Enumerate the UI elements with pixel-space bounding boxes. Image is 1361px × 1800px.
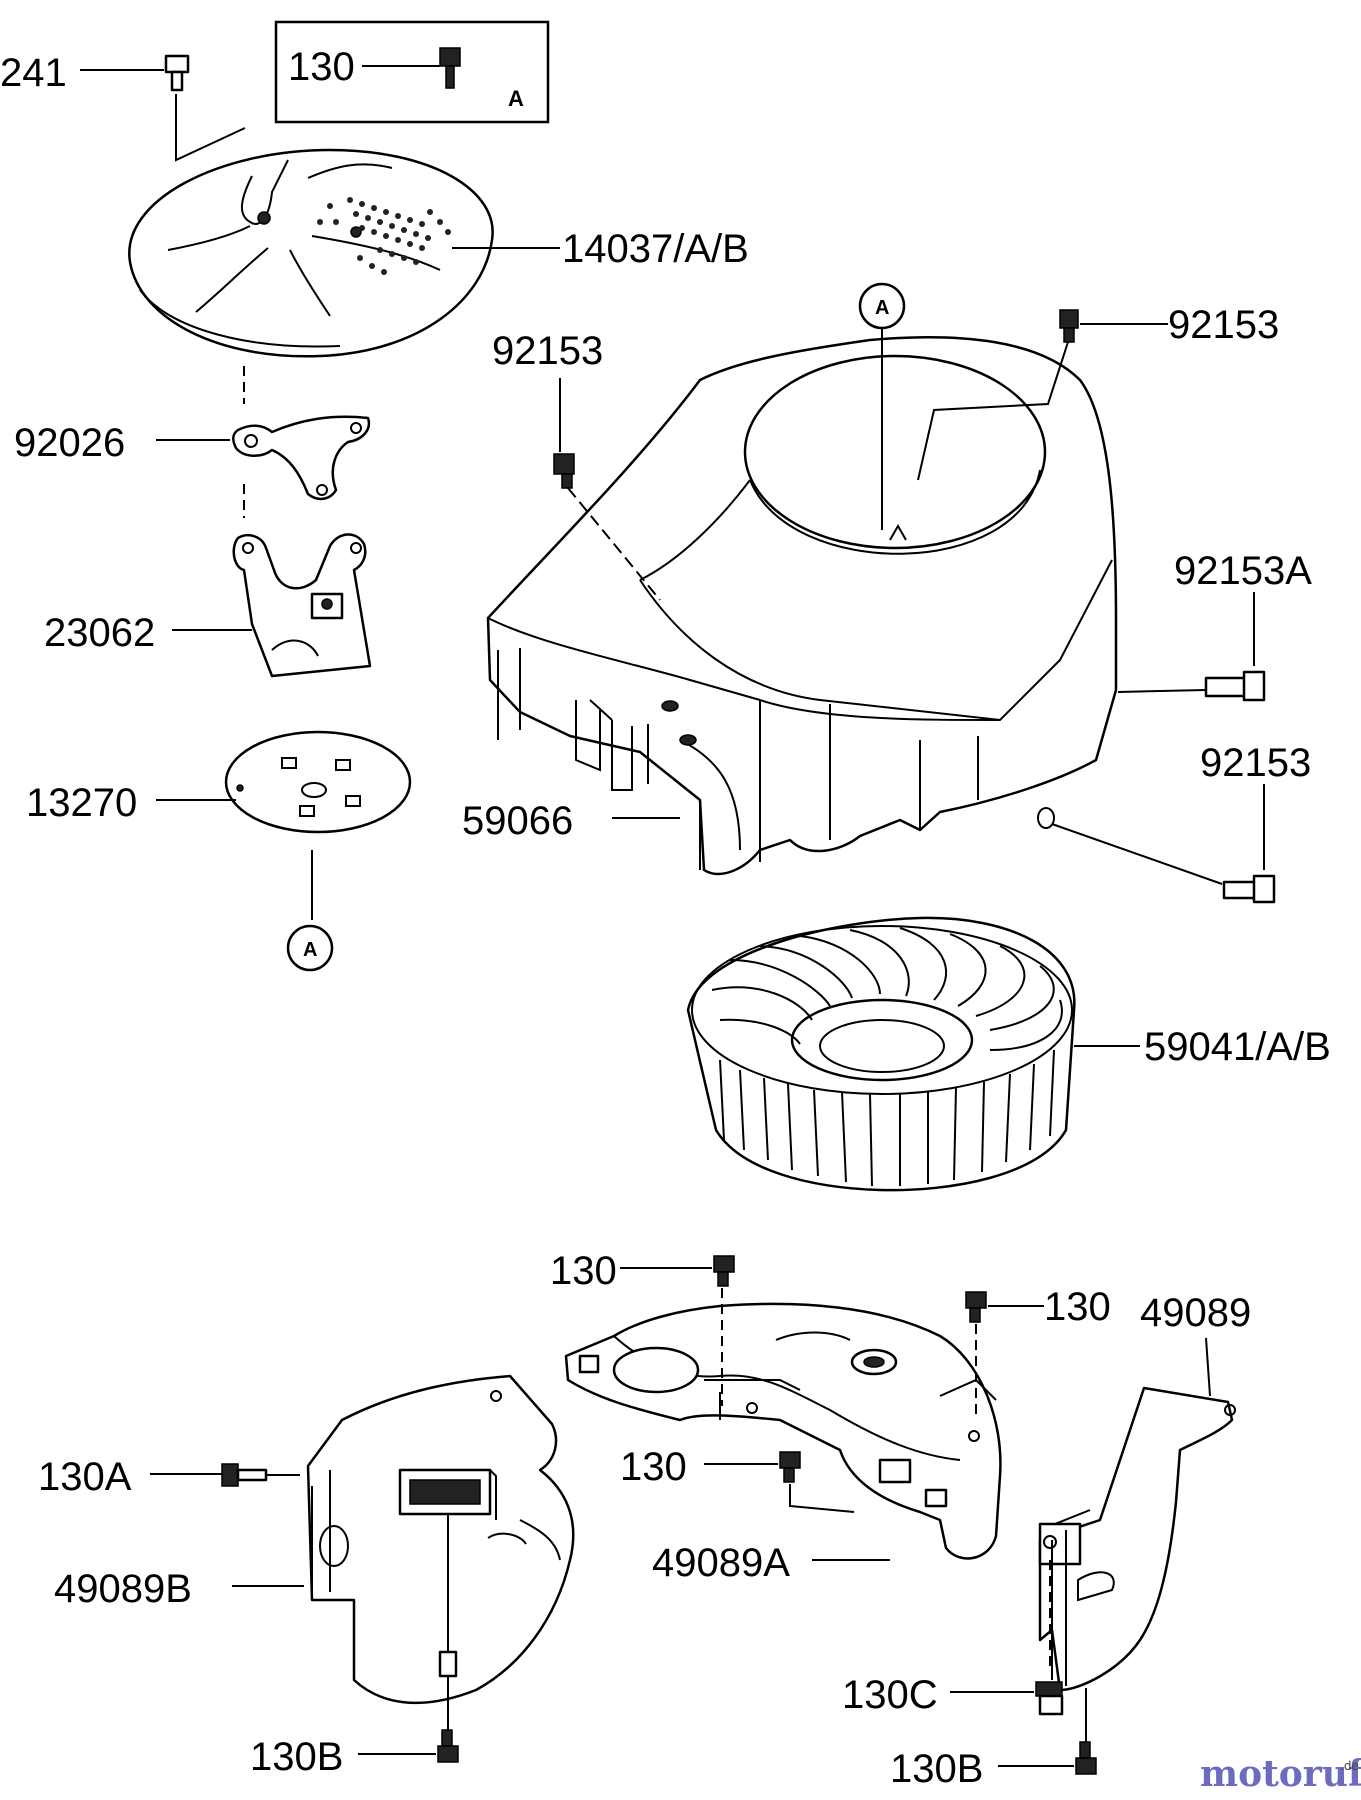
part-49089A-base-plate (564, 1302, 1002, 1560)
part-59041-cooling-fan (686, 916, 1076, 1192)
part-130C-nut (1035, 1681, 1064, 1716)
part-14037-cover-screen (128, 148, 494, 358)
part-130B-bolt-right (1075, 1741, 1097, 1775)
part-130B-bolt-left (437, 1729, 459, 1763)
svg-text:.de: .de (1340, 1759, 1359, 1773)
label-130A[interactable]: 130A (38, 1455, 132, 1499)
part-23062-bracket (232, 533, 372, 678)
label-92153-left[interactable]: 92153 (492, 329, 603, 373)
label-13270[interactable]: 13270 (26, 781, 137, 825)
label-241[interactable]: 241 (0, 51, 67, 95)
part-49089B-baffle (306, 1374, 575, 1705)
label-49089[interactable]: 49089 (1140, 1291, 1251, 1335)
part-130-bolt-lower (779, 1451, 801, 1483)
fan-fins (711, 927, 1063, 1051)
part-130A-bolt (221, 1463, 300, 1487)
ref-circle-a-left: A (286, 924, 334, 972)
label-130-mid[interactable]: 130 (550, 1249, 617, 1293)
label-49089B[interactable]: 49089B (54, 1567, 192, 1611)
label-130B-right[interactable]: 130B (890, 1747, 983, 1791)
label-92153A[interactable]: 92153A (1174, 549, 1312, 593)
bolt-icon (439, 47, 461, 89)
part-241-bolt (80, 54, 190, 92)
mesh-pattern (317, 197, 451, 275)
ref-circle-a-top: A (858, 282, 906, 330)
label-59066[interactable]: 59066 (462, 799, 573, 843)
part-59066-fan-housing (486, 336, 1118, 876)
part-130-bolt-mid (713, 1255, 735, 1287)
reference-inset-box: 130 A (274, 20, 550, 124)
part-92153A-bolt (1204, 670, 1266, 702)
inset-ref-letter: A (508, 86, 524, 111)
label-92153-top-right[interactable]: 92153 (1168, 303, 1279, 347)
label-59041[interactable]: 59041/A/B (1144, 1025, 1331, 1069)
part-92153-bolt-left (553, 453, 575, 489)
label-23062[interactable]: 23062 (44, 611, 155, 655)
part-92153-bolt-right (1222, 874, 1276, 904)
svg-text:motoruf: motoruf (1200, 1753, 1361, 1795)
label-130B-left[interactable]: 130B (250, 1735, 343, 1779)
label-92026[interactable]: 92026 (14, 421, 125, 465)
part-130-bolt-right (965, 1291, 987, 1323)
part-49089-baffle (1038, 1386, 1236, 1692)
label-130-lower[interactable]: 130 (620, 1445, 687, 1489)
svg-text:A: A (303, 939, 317, 961)
label-130-right[interactable]: 130 (1044, 1285, 1111, 1329)
outer-fins (719, 1049, 1055, 1187)
part-92026-plate (232, 415, 371, 501)
label-92153-right[interactable]: 92153 (1200, 741, 1311, 785)
label-130C[interactable]: 130C (842, 1673, 938, 1717)
watermark-logo: motoruf .de (1200, 1753, 1361, 1795)
part-13270-disc (224, 730, 412, 834)
label-14037[interactable]: 14037/A/B (562, 227, 749, 271)
svg-text:A: A (875, 297, 889, 319)
part-92153-bolt-top (1059, 309, 1079, 343)
label-49089A[interactable]: 49089A (652, 1541, 790, 1585)
label-130-inset[interactable]: 130 (288, 45, 355, 89)
